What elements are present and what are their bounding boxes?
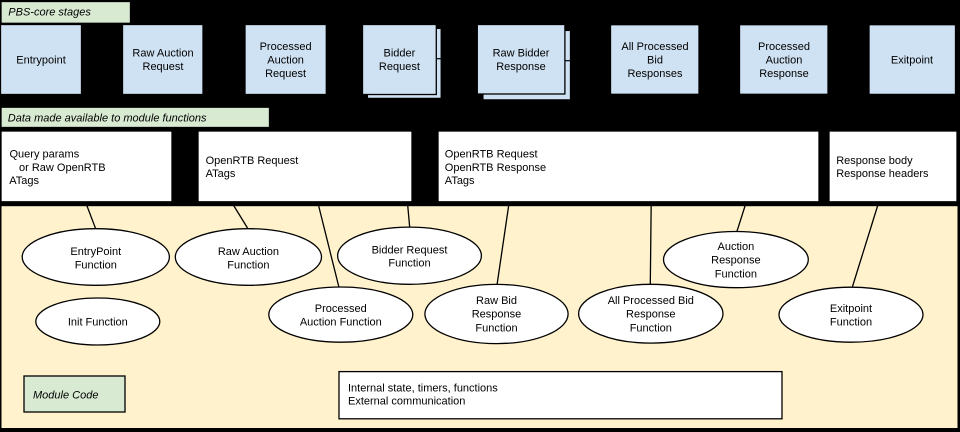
svg-text:Raw Bid: Raw Bid: [476, 295, 517, 307]
svg-text:Processed: Processed: [758, 41, 810, 53]
svg-text:Bid: Bid: [647, 55, 663, 67]
svg-text:Response: Response: [472, 309, 522, 321]
svg-text:Exitpoint: Exitpoint: [830, 303, 872, 315]
svg-text:Exitpoint: Exitpoint: [891, 55, 933, 67]
svg-text:Auction: Auction: [718, 241, 755, 253]
svg-text:ATags: ATags: [445, 175, 475, 187]
svg-text:EntryPoint: EntryPoint: [70, 246, 121, 258]
svg-text:Auction Function: Auction Function: [300, 316, 382, 328]
svg-text:Init Function: Init Function: [68, 316, 128, 328]
svg-text:Raw Auction: Raw Auction: [132, 48, 193, 60]
svg-text:Response: Response: [759, 68, 809, 80]
svg-text:All Processed Bid: All Processed Bid: [608, 295, 694, 307]
svg-text:Bidder: Bidder: [384, 48, 416, 60]
svg-text:ATags: ATags: [206, 168, 236, 180]
svg-text:Bidder Request: Bidder Request: [372, 244, 448, 256]
svg-text:External communication: External communication: [348, 396, 465, 408]
svg-text:Processed: Processed: [260, 41, 312, 53]
svg-text:Request: Request: [265, 68, 306, 80]
svg-text:Response: Response: [711, 255, 761, 267]
svg-text:All Processed: All Processed: [621, 41, 688, 53]
svg-text:Module Code: Module Code: [33, 390, 98, 402]
svg-text:Processed: Processed: [315, 303, 367, 315]
svg-text:ATags: ATags: [9, 175, 39, 187]
svg-text:Response: Response: [496, 61, 546, 73]
svg-text:Function: Function: [830, 316, 872, 328]
svg-text:Response headers: Response headers: [836, 168, 929, 180]
svg-text:PBS-core stages: PBS-core stages: [8, 7, 91, 19]
svg-text:Function: Function: [75, 260, 117, 272]
svg-text:Auction: Auction: [267, 55, 304, 67]
svg-text:Function: Function: [630, 322, 672, 334]
svg-text:OpenRTB Response: OpenRTB Response: [445, 162, 546, 174]
svg-text:Function: Function: [475, 322, 517, 334]
svg-text:Query params: Query params: [10, 149, 80, 161]
svg-text:Function: Function: [715, 268, 757, 280]
svg-text:Responses: Responses: [627, 68, 683, 80]
svg-text:Function: Function: [227, 260, 269, 272]
svg-text:Raw Auction: Raw Auction: [218, 246, 279, 258]
svg-text:Raw Bidder: Raw Bidder: [493, 48, 550, 60]
svg-text:Response body: Response body: [836, 155, 913, 167]
svg-text:Function: Function: [388, 258, 430, 270]
svg-text:or Raw OpenRTB: or Raw OpenRTB: [19, 162, 106, 174]
svg-text:Internal state, timers, functi: Internal state, timers, functions: [348, 383, 498, 395]
svg-text:Request: Request: [379, 61, 420, 73]
svg-text:Entrypoint: Entrypoint: [16, 55, 66, 67]
svg-text:Request: Request: [143, 61, 184, 73]
svg-text:Response: Response: [626, 309, 676, 321]
svg-text:Auction: Auction: [766, 55, 803, 67]
svg-text:OpenRTB Request: OpenRTB Request: [206, 155, 299, 167]
svg-text:Data made available to module: Data made available to module functions: [8, 113, 207, 125]
svg-text:OpenRTB Request: OpenRTB Request: [445, 149, 538, 161]
